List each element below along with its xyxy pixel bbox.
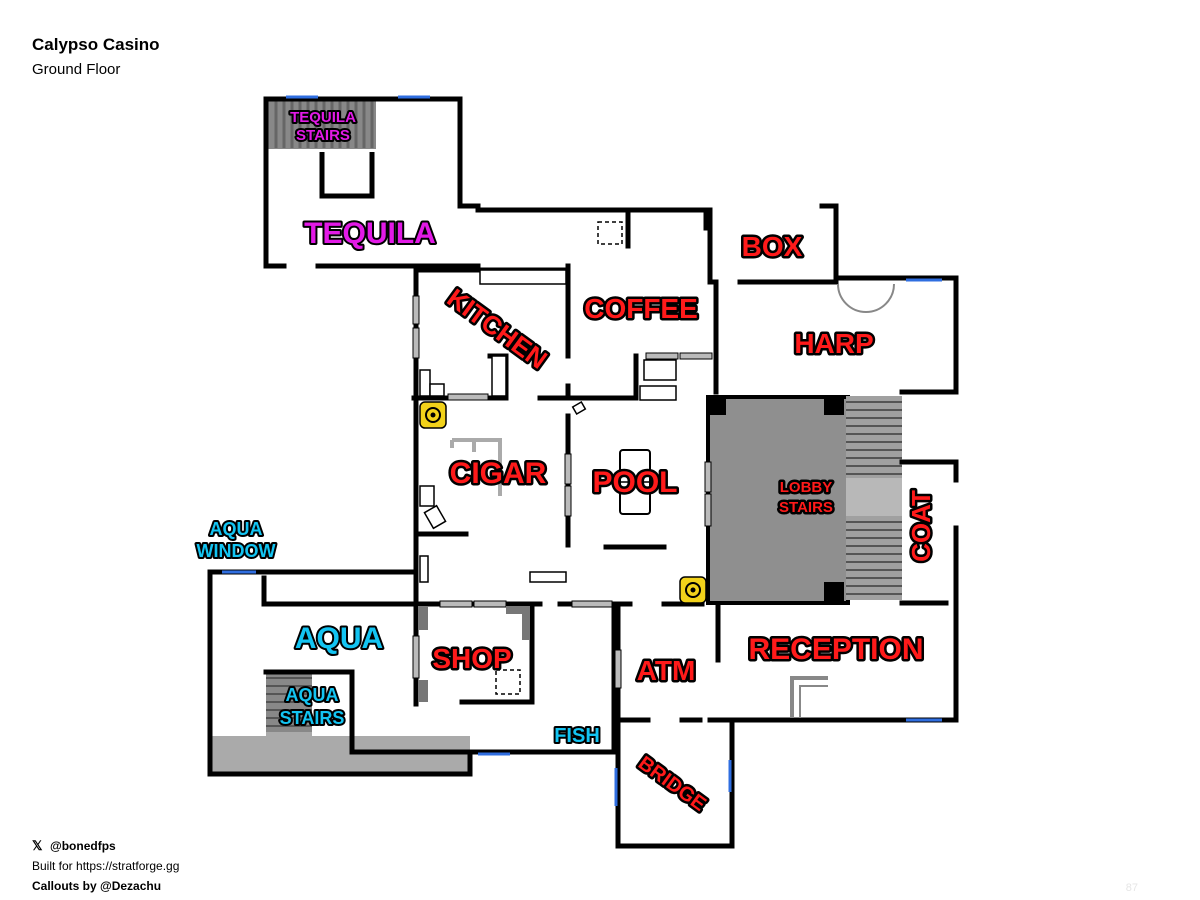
doors-and-furniture: [412, 221, 895, 718]
callout-shop: SHOP: [432, 643, 511, 674]
callout-harp: HARP: [794, 328, 873, 359]
callout-reception: RECEPTION: [748, 633, 923, 666]
callout-aqua-stairs-line2: STAIRS: [280, 708, 345, 728]
callout-aqua-stairs-line1: AQUA: [286, 685, 339, 705]
callout-tequila-stairs-line2: STAIRS: [296, 127, 350, 144]
objective-icon: [685, 582, 701, 598]
lobby-stairs-floor: [706, 395, 850, 605]
floor-name: Ground Floor: [32, 61, 121, 78]
corner-mark: 87: [1125, 882, 1138, 894]
x-icon: 𝕏: [32, 838, 43, 853]
callout-labels: TEQUILA STAIRS TEQUILA BOX KITCHEN COFFE…: [195, 107, 939, 818]
tequila-stairs-area: [268, 99, 376, 149]
windows: [222, 95, 942, 806]
callout-box: BOX: [742, 231, 803, 262]
callout-tequila-stairs-line1: TEQUILA: [290, 109, 356, 126]
callout-aqua-window-line2: WINDOW: [197, 541, 276, 561]
callout-aqua-window-line1: AQUA: [210, 519, 263, 539]
objective-icon: [425, 407, 441, 423]
credits-footer: 𝕏 @bonedfps Built for https://stratforge…: [32, 836, 179, 896]
map-title: Calypso Casino: [32, 35, 160, 54]
built-for-text: Built for https://stratforge.gg: [32, 859, 180, 873]
callout-pool: POOL: [592, 466, 677, 499]
callout-lobby-stairs-line1: LOBBY: [780, 479, 833, 496]
callout-coat: COAT: [906, 490, 936, 562]
callout-fish: FISH: [554, 725, 600, 747]
callout-bridge: BRIDGE: [634, 752, 710, 816]
objective-marker-cigar[interactable]: [419, 401, 447, 429]
objective-marker-lobby[interactable]: [679, 576, 707, 604]
callouts-credit: Callouts by @Dezachu: [32, 879, 162, 893]
social-handle: @bonedfps: [50, 839, 116, 853]
callout-lobby-stairs-line2: STAIRS: [779, 499, 833, 516]
stairs-and-floor-fills: [212, 99, 902, 772]
callout-tequila: TEQUILA: [304, 217, 436, 250]
tequila-bar: [319, 152, 375, 199]
callout-coffee: COFFEE: [584, 293, 698, 324]
callout-cigar: CIGAR: [450, 457, 547, 490]
callout-aqua: AQUA: [295, 622, 383, 655]
callout-atm: ATM: [637, 655, 696, 686]
